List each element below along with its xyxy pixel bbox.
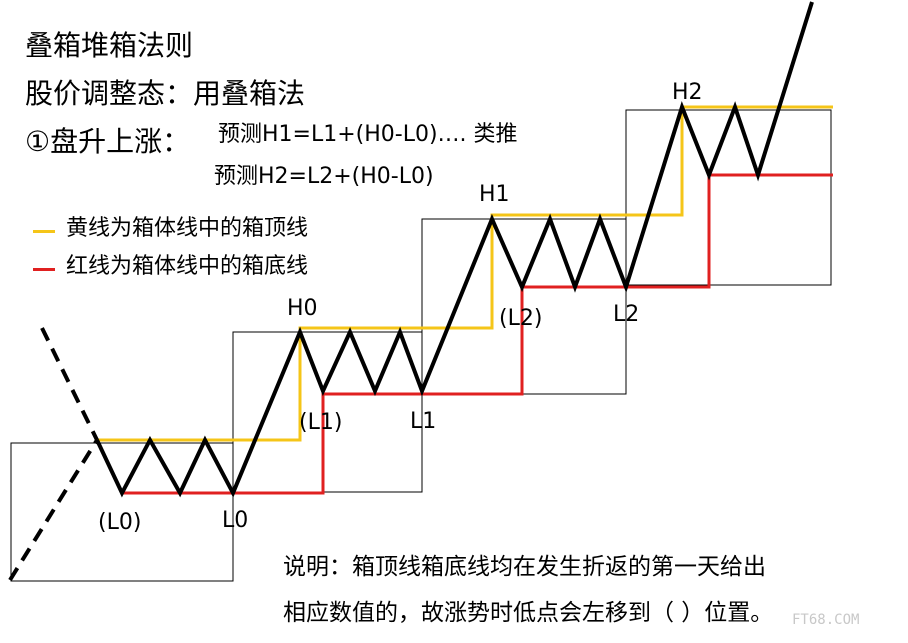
price-dashed-down (40, 327, 99, 441)
legend-yellow-swatch (33, 230, 55, 233)
label-l0: L0 (222, 508, 249, 533)
label-l1: L1 (410, 409, 437, 434)
label-h0: H0 (287, 296, 318, 321)
label-h1: H1 (479, 182, 510, 207)
legend-red-swatch (33, 268, 55, 271)
label-l1-paren: (L1) (299, 410, 343, 435)
box-4 (625, 109, 832, 286)
label-l0-paren: (L0) (98, 510, 142, 535)
box-bottom-line (122, 173, 833, 495)
note-line-2: 相应数值的，故涨势时低点会左移到（ ）位置。 (283, 600, 774, 626)
formula-h1: 预测H1=L1+(H0-L0)…. 类推 (218, 122, 518, 147)
box-3 (421, 218, 627, 395)
box-1 (10, 442, 234, 582)
label-h2: H2 (672, 80, 703, 105)
label-l2: L2 (613, 302, 640, 327)
rule-marker: ①盘升上涨： (25, 125, 191, 158)
price-dashed-up (8, 438, 99, 582)
watermark: FT68.COM (792, 612, 860, 628)
formula-h2: 预测H2=L2+(H0-L0) (214, 164, 434, 189)
note-line-1: 说明：箱顶线箱底线均在发生折返的第一天给出 (283, 554, 766, 580)
legend-red-text: 红线为箱体线中的箱底线 (66, 254, 309, 279)
subtitle: 股价调整态：用叠箱法 (25, 77, 306, 110)
label-l2-paren: (L2) (499, 306, 543, 331)
box-top-line (97, 105, 833, 442)
page-title: 叠箱堆箱法则 (25, 29, 194, 62)
box-2 (232, 331, 423, 493)
legend-yellow-text: 黄线为箱体线中的箱顶线 (66, 216, 309, 241)
price-line (95, 1, 814, 498)
